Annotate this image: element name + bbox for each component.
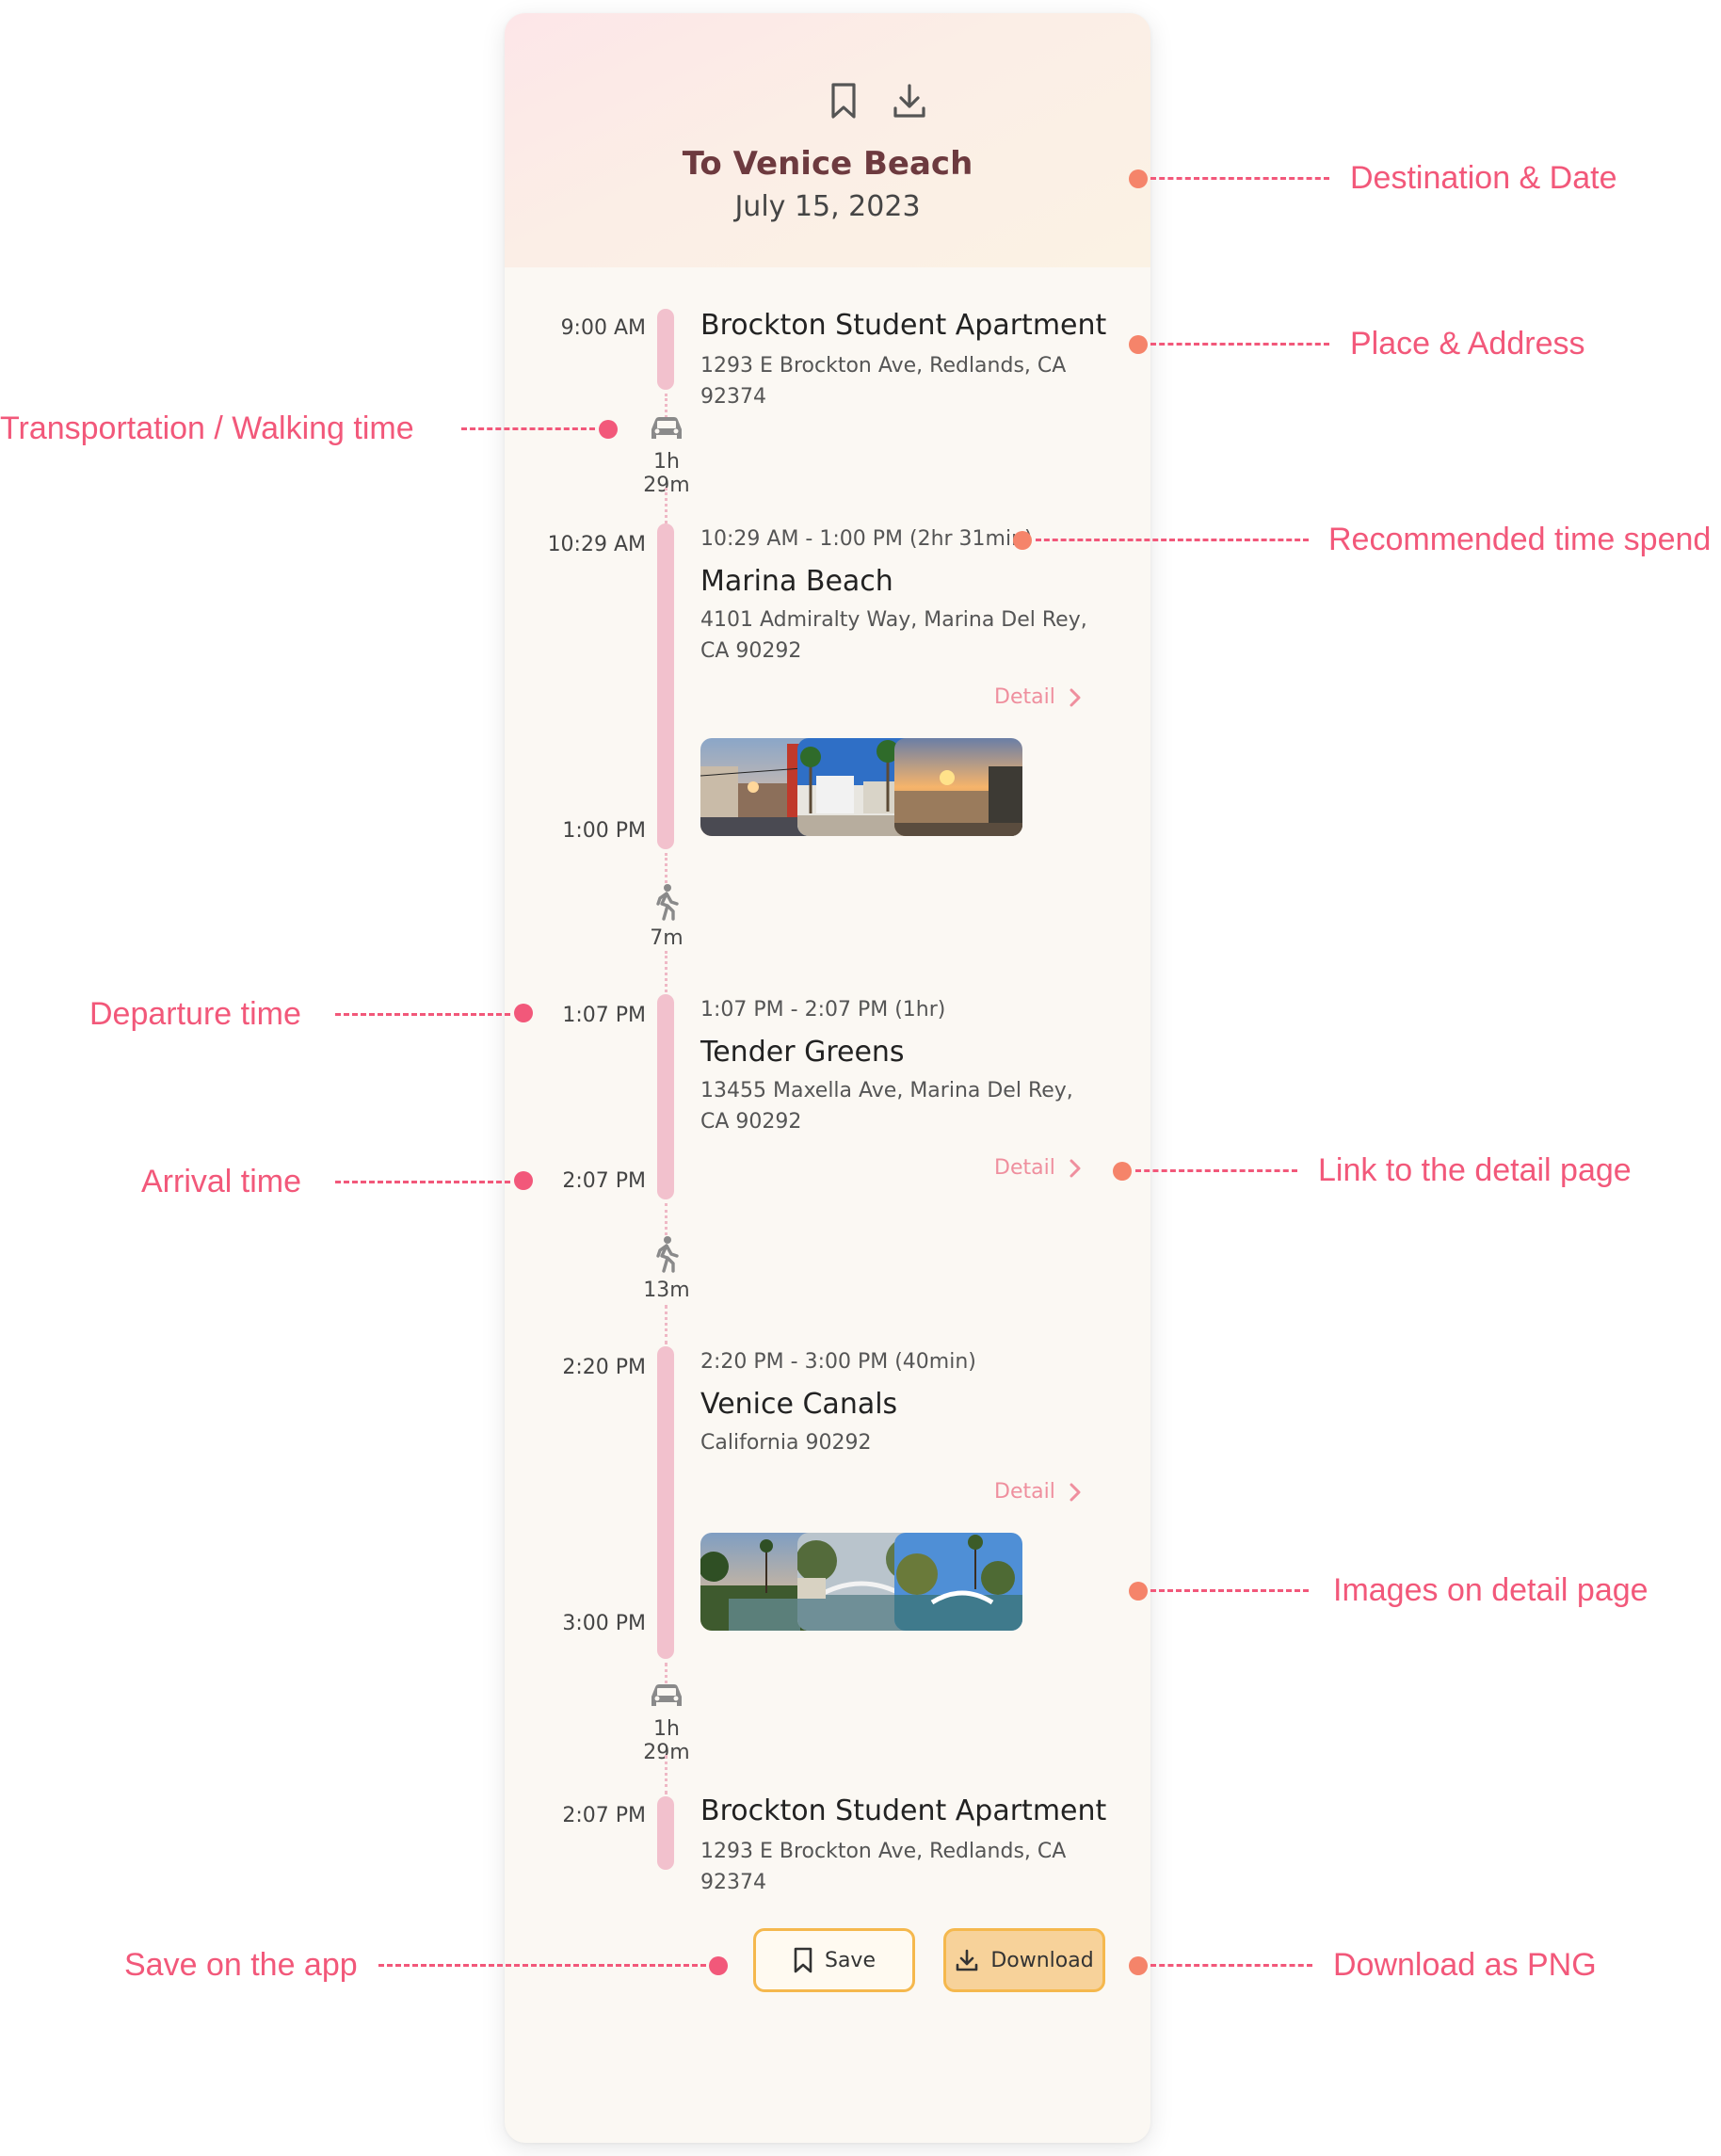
annotation-dot: [514, 1171, 533, 1190]
annotation-line: [1150, 1589, 1309, 1592]
timeline-connector: [665, 488, 667, 523]
place-address: 4101 Admiralty Way, Marina Del Rey, CA 9…: [700, 608, 1087, 663]
detail-link[interactable]: Detail: [994, 1156, 1082, 1180]
transport-segment: 13m: [627, 1235, 706, 1302]
transport-duration: 13m: [643, 1279, 690, 1302]
place-address: 13455 Maxella Ave, Marina Del Rey, CA 90…: [700, 1079, 1073, 1134]
annotation-line: [1150, 1964, 1312, 1967]
departure-time: 1:07 PM: [562, 1004, 646, 1027]
transport-segment: 1h 29m: [627, 1680, 706, 1764]
annotation-dot: [1129, 335, 1148, 354]
download-icon[interactable]: [889, 77, 930, 124]
timeline-bar: [657, 309, 674, 390]
transport-segment: 1h 29m: [627, 412, 706, 497]
annotation-save: Save on the app: [124, 1947, 358, 1983]
detail-link[interactable]: Detail: [994, 1480, 1082, 1504]
chevron-right-icon: [1070, 1159, 1081, 1177]
start-place-name: Brockton Student Apartment: [700, 309, 1107, 342]
end-place-name: Brockton Student Apartment: [700, 1794, 1107, 1827]
place-address: California 90292: [700, 1431, 872, 1455]
start-place-address: 1293 E Brockton Ave, Redlands, CA 92374: [700, 354, 1067, 409]
annotation-place-address: Place & Address: [1350, 326, 1585, 362]
beach-sunset-photo[interactable]: [894, 738, 1022, 836]
car-icon: [651, 1684, 682, 1706]
timeline-connector: [665, 1663, 667, 1691]
annotation-departure: Departure time: [89, 996, 301, 1032]
chevron-right-icon: [1070, 688, 1081, 706]
detail-link[interactable]: Detail: [994, 685, 1082, 709]
detail-label: Detail: [994, 1480, 1055, 1504]
annotation-dot: [599, 420, 618, 439]
walking-icon: [656, 884, 679, 921]
recommended-time-range: 2:20 PM - 3:00 PM (40min): [700, 1350, 976, 1374]
detail-label: Detail: [994, 1156, 1055, 1180]
timeline-connector: [665, 1305, 667, 1344]
annotation-recommended: Recommended time spend: [1328, 522, 1712, 557]
annotation-download: Download as PNG: [1333, 1947, 1597, 1983]
annotation-line: [335, 1013, 510, 1016]
canal-palms-photo[interactable]: [894, 1533, 1022, 1631]
annotation-line: [1150, 343, 1329, 346]
annotation-line: [1036, 539, 1309, 541]
annotation-line: [1150, 177, 1329, 180]
annotation-detail-link: Link to the detail page: [1318, 1152, 1632, 1188]
annotation-dot: [709, 1956, 728, 1975]
download-label: Download: [990, 1948, 1094, 1972]
start-time: 9:00 AM: [560, 316, 646, 340]
place-name: Tender Greens: [700, 1036, 905, 1069]
departure-time: 10:29 AM: [547, 533, 646, 556]
transport-segment: 7m: [627, 883, 706, 950]
timeline-bar: [657, 523, 674, 849]
annotation-arrival: Arrival time: [141, 1164, 302, 1199]
timeline-connector: [665, 1755, 667, 1794]
card-header: To Venice Beach July 15, 2023: [505, 13, 1150, 267]
annotation-dot: [1013, 531, 1032, 550]
annotation-dot: [1129, 1956, 1148, 1975]
timeline-bar: [657, 1796, 674, 1870]
end-place-address: 1293 E Brockton Ave, Redlands, CA 92374: [700, 1840, 1067, 1894]
arrival-time: 1:00 PM: [562, 819, 646, 843]
arrival-time: 2:07 PM: [562, 1169, 646, 1193]
arrival-time: 3:00 PM: [562, 1612, 646, 1635]
timeline-connector: [665, 1203, 667, 1241]
download-icon: [957, 1949, 978, 1971]
annotation-transportation: Transportation / Walking time: [0, 410, 414, 446]
place-name: Venice Canals: [700, 1388, 898, 1421]
annotation-dot: [1129, 169, 1148, 188]
annotation-line: [1135, 1169, 1297, 1172]
timeline-connector: [665, 853, 667, 889]
place-name: Marina Beach: [700, 565, 893, 598]
timeline-bar: [657, 994, 674, 1199]
walking-icon: [656, 1236, 679, 1273]
itinerary-card: To Venice Beach July 15, 2023 9:00 AM Br…: [505, 13, 1150, 2143]
annotation-line: [378, 1964, 706, 1967]
bookmark-icon: [794, 1947, 812, 1973]
detail-label: Detail: [994, 685, 1055, 709]
save-label: Save: [824, 1948, 876, 1972]
annotation-destination-date: Destination & Date: [1350, 160, 1617, 196]
trip-date: July 15, 2023: [734, 190, 921, 223]
timeline-connector: [665, 394, 667, 424]
transport-duration: 7m: [650, 926, 684, 950]
annotation-images: Images on detail page: [1333, 1572, 1649, 1608]
annotation-dot: [514, 1004, 533, 1022]
departure-time: 2:20 PM: [562, 1356, 646, 1379]
recommended-time-range: 1:07 PM - 2:07 PM (1hr): [700, 998, 946, 1022]
car-icon: [651, 417, 682, 439]
timeline-bar: [657, 1346, 674, 1659]
annotation-dot: [1113, 1162, 1132, 1181]
annotation-line: [335, 1181, 510, 1183]
download-button[interactable]: Download: [943, 1928, 1105, 1992]
annotation-line: [461, 427, 595, 430]
save-button[interactable]: Save: [753, 1928, 915, 1992]
timeline-connector: [665, 951, 667, 992]
destination-title: To Venice Beach: [682, 145, 973, 183]
annotation-dot: [1129, 1582, 1148, 1601]
arrival-time: 2:07 PM: [562, 1804, 646, 1827]
recommended-time-range: 10:29 AM - 1:00 PM (2hr 31min): [700, 527, 1033, 551]
bookmark-icon[interactable]: [823, 77, 864, 124]
chevron-right-icon: [1070, 1483, 1081, 1501]
